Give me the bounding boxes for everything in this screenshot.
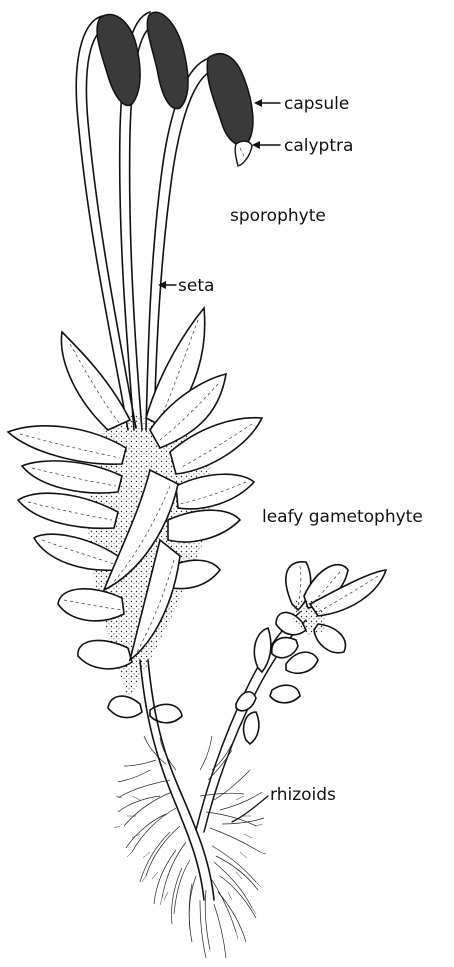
label-calyptra: calyptra — [284, 136, 353, 156]
capsule-2 — [147, 12, 188, 108]
calyptra-shape — [235, 141, 252, 166]
rhizoids — [118, 736, 264, 958]
label-rhizoids: rhizoids — [270, 785, 336, 805]
main-stem — [140, 660, 214, 900]
label-leafy-gametophyte: leafy gametophyte — [262, 507, 423, 527]
capsule-1 — [97, 14, 140, 105]
main-shoot — [8, 308, 262, 723]
capsule-3 — [207, 54, 253, 145]
label-capsule: capsule — [284, 94, 349, 114]
label-seta: seta — [178, 276, 214, 296]
label-sporophyte: sporophyte — [230, 206, 326, 226]
rhizoid-fine-hairs — [114, 796, 266, 939]
